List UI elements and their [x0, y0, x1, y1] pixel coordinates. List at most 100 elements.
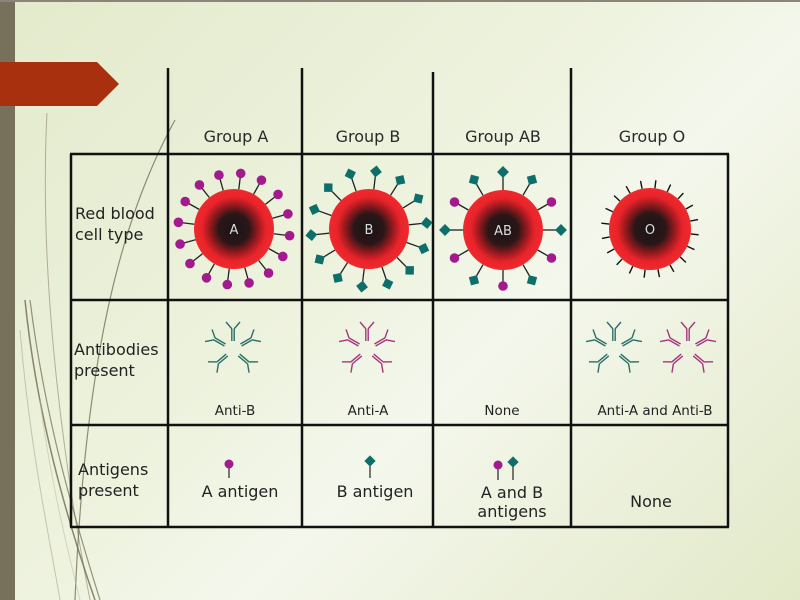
- antigens-line1: A antigen: [201, 482, 279, 501]
- antibody-icon: [659, 329, 681, 347]
- a-antigen-icon: [498, 281, 508, 291]
- surface-spike: [616, 258, 623, 266]
- row-label-line2: present: [74, 361, 135, 380]
- surface-spike: [613, 195, 621, 202]
- a-antigen-icon: [449, 197, 460, 207]
- a-antigen-icon: [546, 253, 557, 263]
- antigen-stalk: [181, 222, 195, 225]
- antibody-icon: [621, 329, 643, 347]
- cell-label-b: B: [365, 223, 374, 238]
- surface-spike: [685, 204, 694, 210]
- b-antigen-icon: [468, 275, 480, 286]
- surface-spike: [690, 233, 699, 236]
- surface-spike: [605, 207, 614, 213]
- b-antigen-icon: [395, 175, 406, 186]
- b-antigen-icon: [324, 183, 333, 192]
- surface-spike: [669, 264, 675, 273]
- b-antigen-icon: [526, 174, 538, 185]
- b-antigen-icon: [305, 229, 318, 241]
- b-antigen-icon: [507, 456, 519, 480]
- a-antigen-icon: [185, 258, 195, 269]
- a-antigen-icon: [180, 196, 191, 207]
- a-antigen-icon: [224, 459, 234, 478]
- row-label-antigens-present: Antigens present: [78, 459, 148, 501]
- antigen-stalk: [456, 202, 469, 211]
- a-antigen-icon: [214, 170, 224, 180]
- antigen-stalk: [182, 239, 196, 244]
- title-arrow-shape: [0, 62, 119, 106]
- antibodies-group-b: Anti-A: [347, 403, 389, 419]
- a-antigen-icon: [222, 279, 233, 290]
- antigen-stalk: [268, 248, 281, 256]
- antigen-stalk: [238, 176, 241, 190]
- column-header-group-ab: Group AB: [465, 127, 541, 146]
- cell-group-a: [173, 168, 295, 290]
- anti-a-antibodies: [659, 321, 717, 373]
- row-label-line1: Antibodies: [74, 340, 159, 359]
- antibody-icon: [341, 353, 363, 373]
- row-label-red-blood-cell-type: Red blood cell type: [75, 203, 155, 245]
- antigen-stalk: [187, 202, 200, 210]
- a-antigen-icon: [175, 239, 185, 249]
- antigens-group-b: B antigen: [337, 482, 414, 501]
- row-label-antibodies-present: Antibodies present: [74, 339, 159, 381]
- surface-spike: [628, 265, 634, 274]
- antigens-group-a: A antigen: [202, 482, 279, 501]
- b-antigen-icon: [370, 165, 382, 178]
- antibody-icon: [204, 329, 226, 347]
- a-antigen-icon: [449, 253, 460, 263]
- a-antigen-icon: [273, 189, 283, 200]
- column-header-group-b: Group B: [335, 127, 401, 146]
- b-antigen-icon: [418, 242, 430, 255]
- antigen-stalk: [219, 177, 224, 191]
- surface-spike: [601, 236, 610, 240]
- row-label-line1: Antigens: [78, 460, 149, 479]
- surface-spike: [625, 185, 631, 194]
- surface-spike: [601, 222, 610, 225]
- cell-group-ab: [439, 166, 567, 291]
- antibody-icon: [585, 329, 607, 347]
- row-label-line2: cell type: [75, 225, 144, 244]
- antibody-icon: [662, 353, 684, 373]
- a-antigen-icon: [256, 175, 267, 186]
- cell-group-b: [305, 165, 433, 293]
- b-antigen-icon: [526, 275, 538, 286]
- b-antigen-icon: [332, 272, 343, 283]
- antigens-line1: A and B: [480, 483, 544, 502]
- antigen-stalk: [244, 267, 249, 281]
- anti-b-antibodies: [585, 321, 643, 373]
- surface-spike: [677, 192, 684, 200]
- antigen-stalk: [191, 253, 203, 263]
- anti-a-antibodies: [338, 321, 396, 373]
- b-antigen-icon: [382, 278, 394, 290]
- antigen-stalk: [265, 195, 277, 205]
- antigens-group-ab: A and B antigens: [477, 483, 546, 521]
- a-antigen-icon: [284, 230, 295, 241]
- surface-spike: [639, 180, 643, 189]
- antibody-icon: [359, 321, 375, 341]
- surface-spike: [686, 245, 695, 251]
- antibody-icon: [618, 353, 640, 373]
- antigen-stalk: [207, 263, 215, 276]
- antibody-icon: [240, 329, 262, 347]
- slide-top-border: [0, 0, 800, 2]
- antigen-stalk: [253, 182, 261, 195]
- a-antigen-icon: [263, 268, 274, 278]
- antibody-icon: [207, 353, 229, 373]
- antigen-stalk: [200, 186, 210, 198]
- b-antigen-icon: [364, 455, 376, 478]
- antibody-icon: [588, 353, 610, 373]
- antigen-stalk: [273, 233, 287, 236]
- surface-spike: [657, 269, 661, 278]
- antibody-icon: [374, 329, 396, 347]
- antigens-line1: B antigen: [336, 482, 414, 501]
- antibody-icon: [692, 353, 714, 373]
- antigens-line1: None: [630, 492, 672, 511]
- antibody-icon: [237, 353, 259, 373]
- a-antigen-icon: [194, 180, 205, 190]
- antibodies-group-a: Anti-B: [214, 403, 256, 419]
